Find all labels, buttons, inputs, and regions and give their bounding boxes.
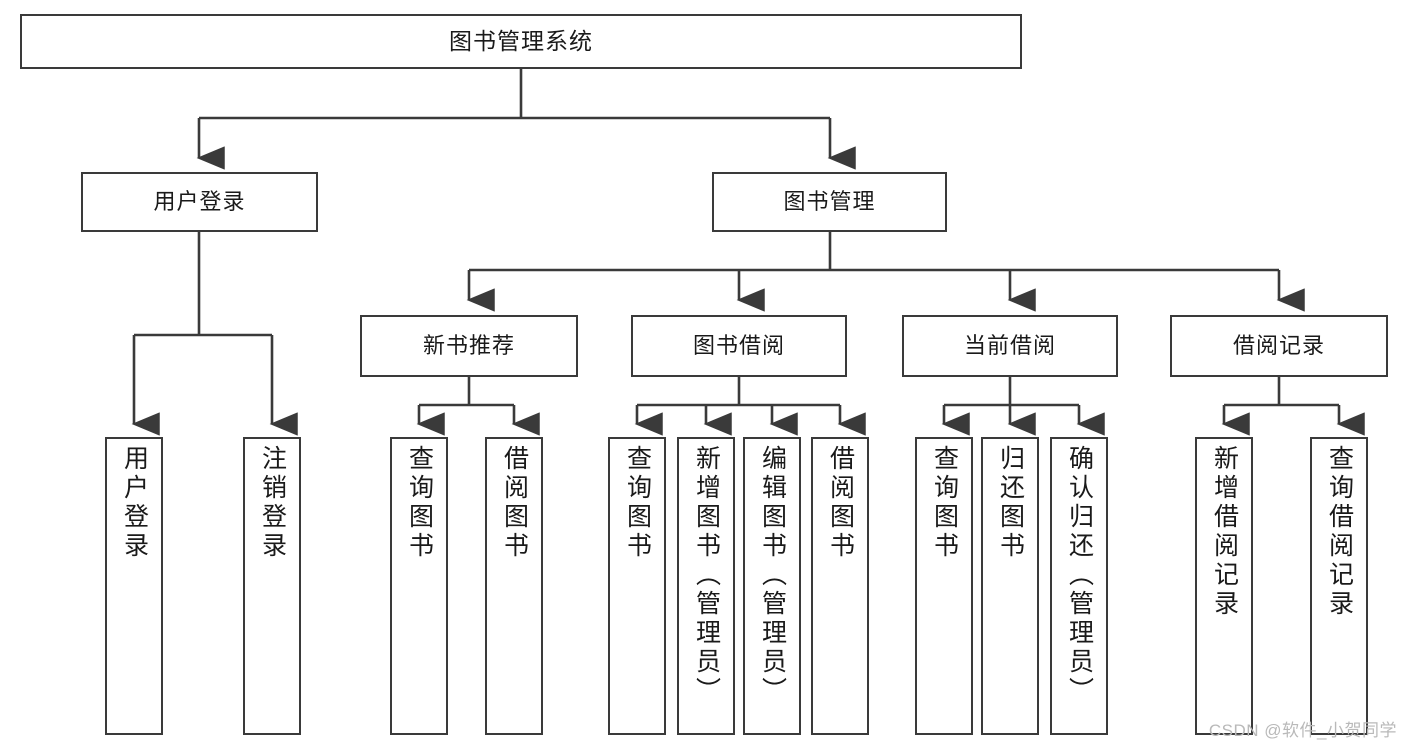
node-label: 借阅图书 xyxy=(500,445,529,561)
node-label: 借阅记录 xyxy=(1232,333,1325,359)
node-new-book-recommend[interactable]: 新书推荐 xyxy=(360,315,578,377)
node-label: 确认归还（管理员） xyxy=(1065,445,1094,706)
node-book-borrow[interactable]: 图书借阅 xyxy=(631,315,847,377)
node-label: 图书管理系统 xyxy=(449,27,593,54)
node-label: 归还图书 xyxy=(996,445,1025,561)
leaf-new-book-query[interactable]: 查询图书 xyxy=(390,437,448,735)
leaf-user-login-logout[interactable]: 注销登录 xyxy=(243,437,301,735)
node-label: 查询图书 xyxy=(930,445,959,561)
leaf-record-add-record[interactable]: 新增借阅记录 xyxy=(1195,437,1253,735)
node-label: 用户登录 xyxy=(120,445,149,561)
node-label: 新书推荐 xyxy=(422,333,515,359)
leaf-borrow-edit-book[interactable]: 编辑图书（管理员） xyxy=(743,437,801,735)
leaf-current-return-book[interactable]: 归还图书 xyxy=(981,437,1039,735)
node-label: 借阅图书 xyxy=(826,445,855,561)
node-borrow-record[interactable]: 借阅记录 xyxy=(1170,315,1388,377)
leaf-borrow-query-book[interactable]: 查询图书 xyxy=(608,437,666,735)
node-label: 查询图书 xyxy=(405,445,434,561)
leaf-record-query-record[interactable]: 查询借阅记录 xyxy=(1310,437,1368,735)
node-label: 新增图书（管理员） xyxy=(692,445,721,706)
node-book-management-system[interactable]: 图书管理系统 xyxy=(20,14,1022,69)
node-label: 查询图书 xyxy=(623,445,652,561)
node-label: 图书管理 xyxy=(783,189,876,215)
node-label: 注销登录 xyxy=(258,445,287,561)
node-label: 当前借阅 xyxy=(963,333,1056,359)
leaf-borrow-add-book[interactable]: 新增图书（管理员） xyxy=(677,437,735,735)
node-label: 图书借阅 xyxy=(692,333,785,359)
node-label: 编辑图书（管理员） xyxy=(758,445,787,706)
leaf-current-confirm-return[interactable]: 确认归还（管理员） xyxy=(1050,437,1108,735)
leaf-borrow-borrow-book[interactable]: 借阅图书 xyxy=(811,437,869,735)
leaf-user-login-login[interactable]: 用户登录 xyxy=(105,437,163,735)
node-label: 用户登录 xyxy=(153,189,246,215)
leaf-current-query-book[interactable]: 查询图书 xyxy=(915,437,973,735)
node-book-management[interactable]: 图书管理 xyxy=(712,172,947,232)
node-label: 查询借阅记录 xyxy=(1325,445,1354,619)
node-label: 新增借阅记录 xyxy=(1210,445,1239,619)
node-current-borrow[interactable]: 当前借阅 xyxy=(902,315,1118,377)
node-user-login[interactable]: 用户登录 xyxy=(81,172,318,232)
leaf-new-book-borrow[interactable]: 借阅图书 xyxy=(485,437,543,735)
